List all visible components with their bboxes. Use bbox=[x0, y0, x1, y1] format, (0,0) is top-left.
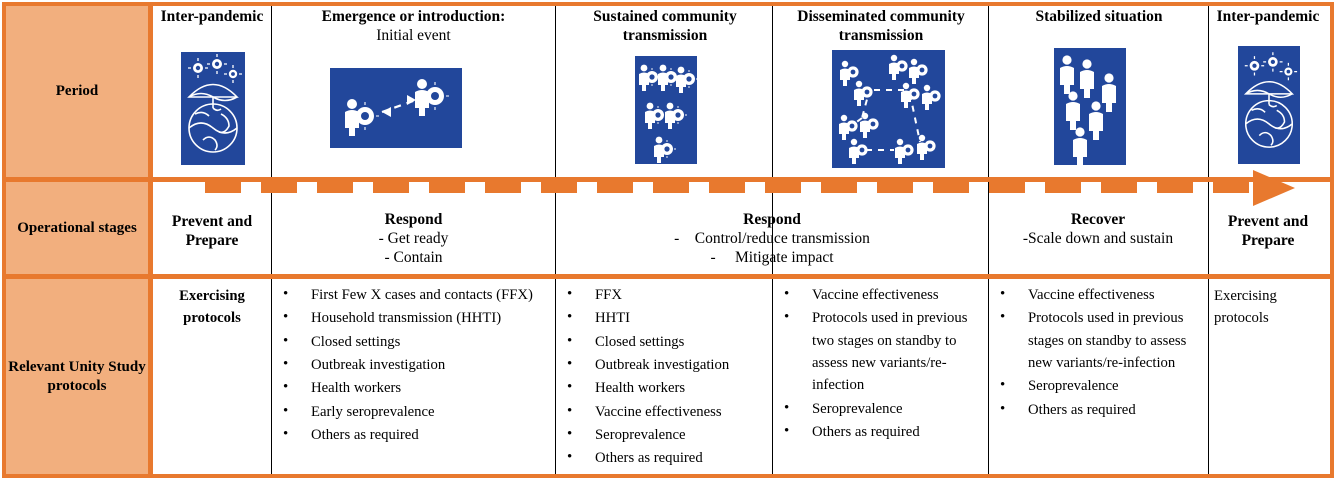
stage-heading-5: Prevent and Prepare bbox=[1227, 213, 1309, 249]
list-item: Seroprevalence bbox=[776, 397, 986, 420]
period-title-2-text: Emergence or introduction: bbox=[321, 8, 506, 25]
six-infected-people-cluster-icon bbox=[635, 56, 697, 164]
protocols-col-1-text: Exercising protocols bbox=[179, 288, 245, 327]
stage-respond-early: Respond - Get ready - Contain bbox=[273, 211, 554, 268]
period-title-4-text: Disseminated community transmission bbox=[797, 8, 965, 44]
stage-line-4-0: -Scale down and sustain bbox=[1022, 229, 1174, 247]
protocols-divider-4 bbox=[988, 279, 989, 474]
list-item: Vaccine effectiveness bbox=[776, 283, 986, 306]
list-item: Outbreak investigation bbox=[559, 353, 770, 376]
list-item: Seroprevalence bbox=[992, 374, 1206, 397]
stages-divider-2 bbox=[555, 182, 556, 274]
list-item: Health workers bbox=[275, 376, 553, 399]
umbrella-globe-virus-icon bbox=[181, 52, 245, 165]
umbrella-globe-virus-icon-2 bbox=[1238, 46, 1300, 164]
period-divider-2 bbox=[555, 6, 556, 177]
period-title-6-text: Inter-pandemic bbox=[1216, 8, 1320, 25]
stages-divider-1 bbox=[271, 182, 272, 274]
period-subtitle-2-text: Initial event bbox=[376, 26, 451, 44]
period-title-3: Sustained community transmission bbox=[560, 8, 770, 46]
period-divider-5 bbox=[1208, 6, 1209, 177]
stage-heading-2: Respond bbox=[384, 211, 443, 228]
period-title-5: Stabilized situation bbox=[992, 8, 1206, 27]
list-item: Early seroprevalence bbox=[275, 400, 553, 423]
period-title-5-text: Stabilized situation bbox=[1035, 8, 1163, 25]
list-item: Closed settings bbox=[275, 330, 553, 353]
protocols-col-4: Vaccine effectiveness Protocols used in … bbox=[776, 283, 986, 444]
infected-people-network-icon bbox=[832, 50, 945, 168]
row-label-period: Period bbox=[6, 6, 148, 177]
protocols-divider-2 bbox=[555, 279, 556, 474]
row-separator-stages-protocols bbox=[2, 274, 1334, 279]
row-label-operational-stages: Operational stages bbox=[6, 182, 148, 274]
list-item: Others as required bbox=[992, 398, 1206, 421]
protocols-col-5: Vaccine effectiveness Protocols used in … bbox=[992, 283, 1206, 422]
row-label-protocols-text: Relevant Unity Study protocols bbox=[8, 358, 146, 394]
period-title-6: Inter-pandemic bbox=[1212, 8, 1324, 27]
protocols-divider-5 bbox=[1208, 279, 1209, 474]
list-item: Closed settings bbox=[559, 330, 770, 353]
stage-line-2-0: - Get ready bbox=[378, 229, 449, 247]
list-item: Others as required bbox=[776, 420, 986, 443]
period-title-4: Disseminated community transmission bbox=[776, 8, 986, 46]
label-column-divider bbox=[148, 2, 153, 478]
period-title-1-text: Inter-pandemic bbox=[160, 8, 264, 25]
protocols-col-6: Exercising protocols bbox=[1214, 285, 1319, 329]
list-item: Protocols used in previous two stages on… bbox=[776, 306, 986, 396]
stage-heading-3: Respond bbox=[743, 211, 801, 228]
protocols-col-6-text: Exercising protocols bbox=[1214, 288, 1277, 327]
scattered-healthy-people-icon bbox=[1054, 48, 1126, 165]
row-label-operational-stages-text: Operational stages bbox=[17, 219, 137, 236]
list-item: Outbreak investigation bbox=[275, 353, 553, 376]
stage-recover: Recover -Scale down and sustain bbox=[990, 211, 1206, 249]
list-item: Others as required bbox=[275, 423, 553, 446]
stage-prevent-prepare-2: Prevent and Prepare bbox=[1212, 213, 1324, 251]
protocols-col-1: Exercising protocols bbox=[155, 285, 269, 329]
list-item: Others as required bbox=[559, 446, 770, 469]
stage-line-3-1: - Mitigate impact bbox=[710, 248, 834, 266]
stage-respond-sustained: Respond - Control/reduce transmission - … bbox=[557, 211, 987, 268]
list-item: HHTI bbox=[559, 306, 770, 329]
list-item: FFX bbox=[559, 283, 770, 306]
stage-line-3-0: - Control/reduce transmission bbox=[674, 229, 870, 247]
stage-line-2-1: - Contain bbox=[384, 248, 443, 266]
list-item: Protocols used in previous stages on sta… bbox=[992, 306, 1206, 374]
period-divider-1 bbox=[271, 6, 272, 177]
stages-divider-5 bbox=[1208, 182, 1209, 274]
stage-heading-4: Recover bbox=[1070, 211, 1126, 228]
period-title-3-text: Sustained community transmission bbox=[593, 8, 737, 44]
row-label-protocols: Relevant Unity Study protocols bbox=[6, 279, 148, 474]
protocols-col-2: First Few X cases and contacts (FFX) Hou… bbox=[275, 283, 553, 447]
stages-divider-3 bbox=[772, 182, 773, 274]
stage-prevent-prepare-1: Prevent and Prepare bbox=[153, 213, 271, 251]
stage-heading-1: Prevent and Prepare bbox=[171, 213, 253, 249]
period-title-2: Emergence or introduction: Initial event bbox=[273, 8, 554, 46]
period-divider-3 bbox=[772, 6, 773, 177]
period-title-1: Inter-pandemic bbox=[153, 8, 271, 27]
period-divider-4 bbox=[988, 6, 989, 177]
stages-divider-4 bbox=[988, 182, 989, 274]
row-separator-period-stages bbox=[2, 177, 1334, 182]
list-item: Vaccine effectiveness bbox=[992, 283, 1206, 306]
list-item: Health workers bbox=[559, 376, 770, 399]
list-item: Seroprevalence bbox=[559, 423, 770, 446]
protocols-divider-1 bbox=[271, 279, 272, 474]
list-item: First Few X cases and contacts (FFX) bbox=[275, 283, 553, 306]
protocols-col-3: FFX HHTI Closed settings Outbreak invest… bbox=[559, 283, 770, 471]
list-item: Household transmission (HHTI) bbox=[275, 306, 553, 329]
two-people-virus-transmission-icon bbox=[330, 68, 462, 148]
list-item: Vaccine effectiveness bbox=[559, 400, 770, 423]
protocols-divider-3 bbox=[772, 279, 773, 474]
